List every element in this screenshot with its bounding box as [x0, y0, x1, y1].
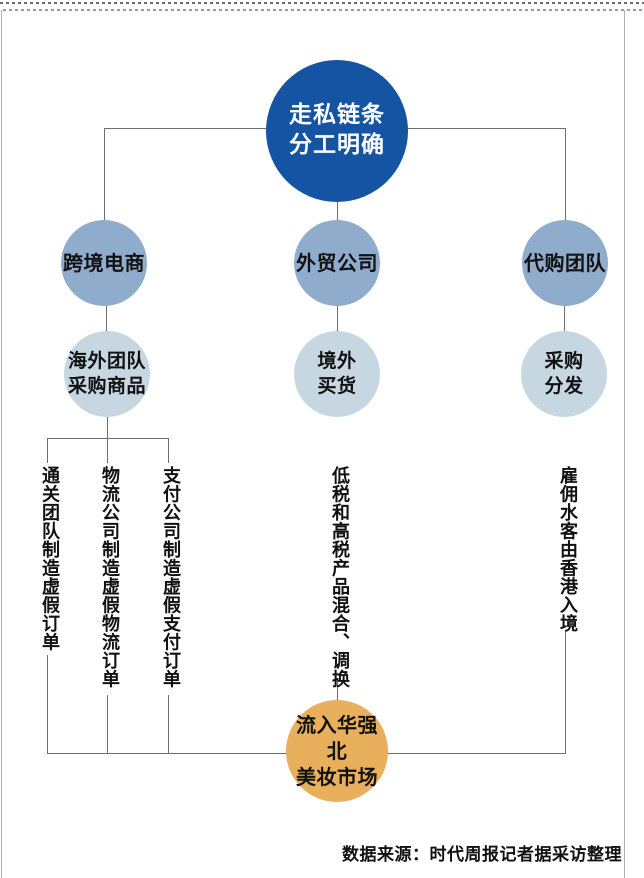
connector-middle-detail-to-sink [337, 678, 338, 708]
left-page-border [1, 10, 2, 878]
source-note: 数据来源：时代周报记者据采访整理 [342, 845, 622, 865]
connector-detail3-to-bottom [168, 695, 169, 754]
node-overseas-team-purchasing-label: 海外团队 采购商品 [67, 350, 146, 397]
connector-left-stub-3 [168, 438, 169, 463]
connector-right-l2-l3 [564, 302, 565, 333]
node-foreign-trade-company: 外贸公司 [294, 220, 380, 306]
node-purchase-distribute: 采购 分发 [521, 331, 607, 417]
connector-left-split-horizontal [47, 438, 169, 439]
detail-customs-fake-orders: 通关团队制造虚假订单 [39, 466, 60, 651]
node-buy-goods-abroad-label: 境外 买货 [317, 350, 357, 397]
node-cross-border-ecommerce: 跨境电商 [61, 220, 147, 306]
node-sink-label: 流入华强北 美妆市场 [296, 713, 378, 789]
detail-payment-fake-orders: 支付公司制造虚假支付订单 [160, 466, 181, 688]
node-sink-huaqiangbei-market: 流入华强北 美妆市场 [286, 700, 388, 802]
connector-root-to-left [104, 128, 105, 222]
detail-logistics-fake-orders: 物流公司制造虚假物流订单 [99, 466, 120, 688]
node-purchase-distribute-label: 采购 分发 [544, 350, 584, 397]
node-overseas-team-purchasing: 海外团队 采购商品 [64, 331, 150, 417]
connector-left-stub-1 [47, 438, 48, 463]
connector-left-stub-2 [107, 438, 108, 463]
right-page-border [624, 10, 625, 878]
connector-detail2-to-bottom [107, 695, 108, 754]
node-root-label: 走私链条 分工明确 [289, 102, 385, 158]
top-dotted-rule [0, 2, 644, 12]
connector-middle-l2-l3 [337, 302, 338, 333]
node-buy-goods-abroad: 境外 买货 [294, 331, 380, 417]
connector-left-l3-split [107, 415, 108, 439]
detail-hire-couriers-hongkong: 雇佣水客由香港入境 [557, 466, 578, 633]
detail-mix-swap-products: 低税和高税产品混合、调换 [329, 466, 350, 688]
connector-left-l2-l3 [106, 302, 107, 333]
node-daigou-team: 代购团队 [522, 220, 608, 306]
node-daigou-team-label: 代购团队 [524, 251, 606, 275]
node-root-smuggling-chain: 走私链条 分工明确 [266, 60, 408, 202]
connector-right-detail-to-bottom [565, 630, 566, 754]
connector-detail1-to-bottom [47, 655, 48, 754]
node-cross-border-ecommerce-label: 跨境电商 [63, 251, 145, 275]
connector-root-to-right [565, 128, 566, 222]
node-foreign-trade-company-label: 外贸公司 [296, 251, 378, 275]
